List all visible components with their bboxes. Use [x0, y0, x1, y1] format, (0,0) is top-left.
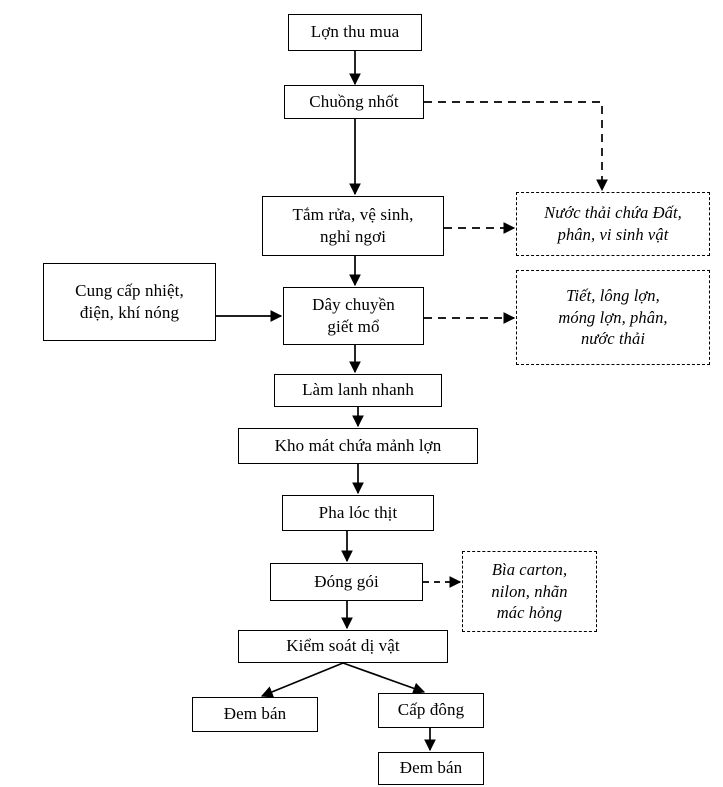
- node-cung-cap-nhiet-dien-khi-nong[interactable]: Cung cấp nhiệt, điện, khí nóng: [43, 263, 216, 341]
- node-label: Đem bán: [399, 758, 463, 778]
- node-day-chuyen-giet-mo[interactable]: Dây chuyền giết mổ: [283, 287, 424, 345]
- edge-kiem-soat-to-dem-ban-left: [260, 662, 344, 698]
- node-pha-loc-thit[interactable]: Pha lóc thịt: [282, 495, 434, 531]
- node-dem-ban-bottom[interactable]: Đem bán: [378, 752, 484, 785]
- node-label: Lợn thu mua: [310, 22, 400, 42]
- node-chuong-nhot[interactable]: Chuồng nhốt: [284, 85, 424, 119]
- edge-chuong-nhot-to-nuoc-thai: [424, 101, 608, 192]
- node-dong-goi[interactable]: Đóng gói: [270, 563, 423, 601]
- node-nuoc-thai-waste[interactable]: Nước thải chứa Đất, phân, vi sinh vật: [516, 192, 710, 256]
- node-label: Chuồng nhốt: [309, 91, 399, 111]
- node-label: Kho mát chứa mảnh lợn: [274, 435, 442, 455]
- node-label: Tắm rửa, vệ sinh, nghỉ ngơi: [292, 204, 414, 246]
- node-label: Bìa carton, nilon, nhãn mác hỏng: [491, 559, 568, 623]
- node-label: Làm lanh nhanh: [302, 380, 414, 400]
- node-label: Nước thải chứa Đất, phân, vi sinh vật: [544, 203, 682, 244]
- node-label: Cấp đông: [397, 700, 465, 720]
- node-label: Đem bán: [223, 704, 287, 724]
- node-label: Kiểm soát dị vật: [286, 636, 400, 656]
- node-label: Tiết, lông lợn, móng lợn, phân, nước thả…: [558, 285, 668, 349]
- node-label: Cung cấp nhiệt, điện, khí nóng: [75, 280, 184, 322]
- node-tam-rua-ve-sinh-nghi-ngoi[interactable]: Tắm rửa, vệ sinh, nghỉ ngơi: [262, 196, 444, 256]
- node-label: Pha lóc thịt: [318, 502, 398, 522]
- node-label: Dây chuyền giết mổ: [312, 294, 395, 336]
- node-lam-lanh-nhanh[interactable]: Làm lanh nhanh: [274, 374, 442, 407]
- node-label: Đóng gói: [314, 571, 379, 591]
- node-dem-ban-left[interactable]: Đem bán: [192, 697, 318, 732]
- node-lon-thu-mua[interactable]: Lợn thu mua: [288, 14, 422, 51]
- node-kiem-soat-di-vat[interactable]: Kiểm soát dị vật: [238, 630, 448, 663]
- node-kho-mat-chua-manh-lon[interactable]: Kho mát chứa mảnh lợn: [238, 428, 478, 464]
- edge-kiem-soat-to-cap-dong: [342, 662, 426, 694]
- node-bia-carton-waste[interactable]: Bìa carton, nilon, nhãn mác hỏng: [462, 551, 597, 632]
- node-tiet-long-lon-waste[interactable]: Tiết, lông lợn, móng lợn, phân, nước thả…: [516, 270, 710, 365]
- node-cap-dong[interactable]: Cấp đông: [378, 693, 484, 728]
